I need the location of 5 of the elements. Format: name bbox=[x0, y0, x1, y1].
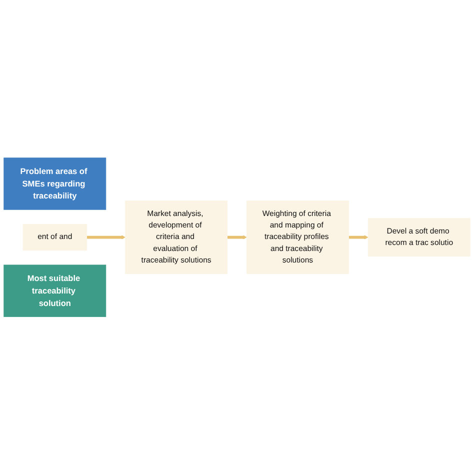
arrow bbox=[86, 234, 126, 240]
arrow bbox=[227, 234, 247, 240]
node-box: Most suitable traceability solution bbox=[4, 264, 106, 317]
arrow bbox=[348, 234, 368, 240]
node-box: Problem areas of SMEs regarding traceability bbox=[4, 157, 106, 210]
